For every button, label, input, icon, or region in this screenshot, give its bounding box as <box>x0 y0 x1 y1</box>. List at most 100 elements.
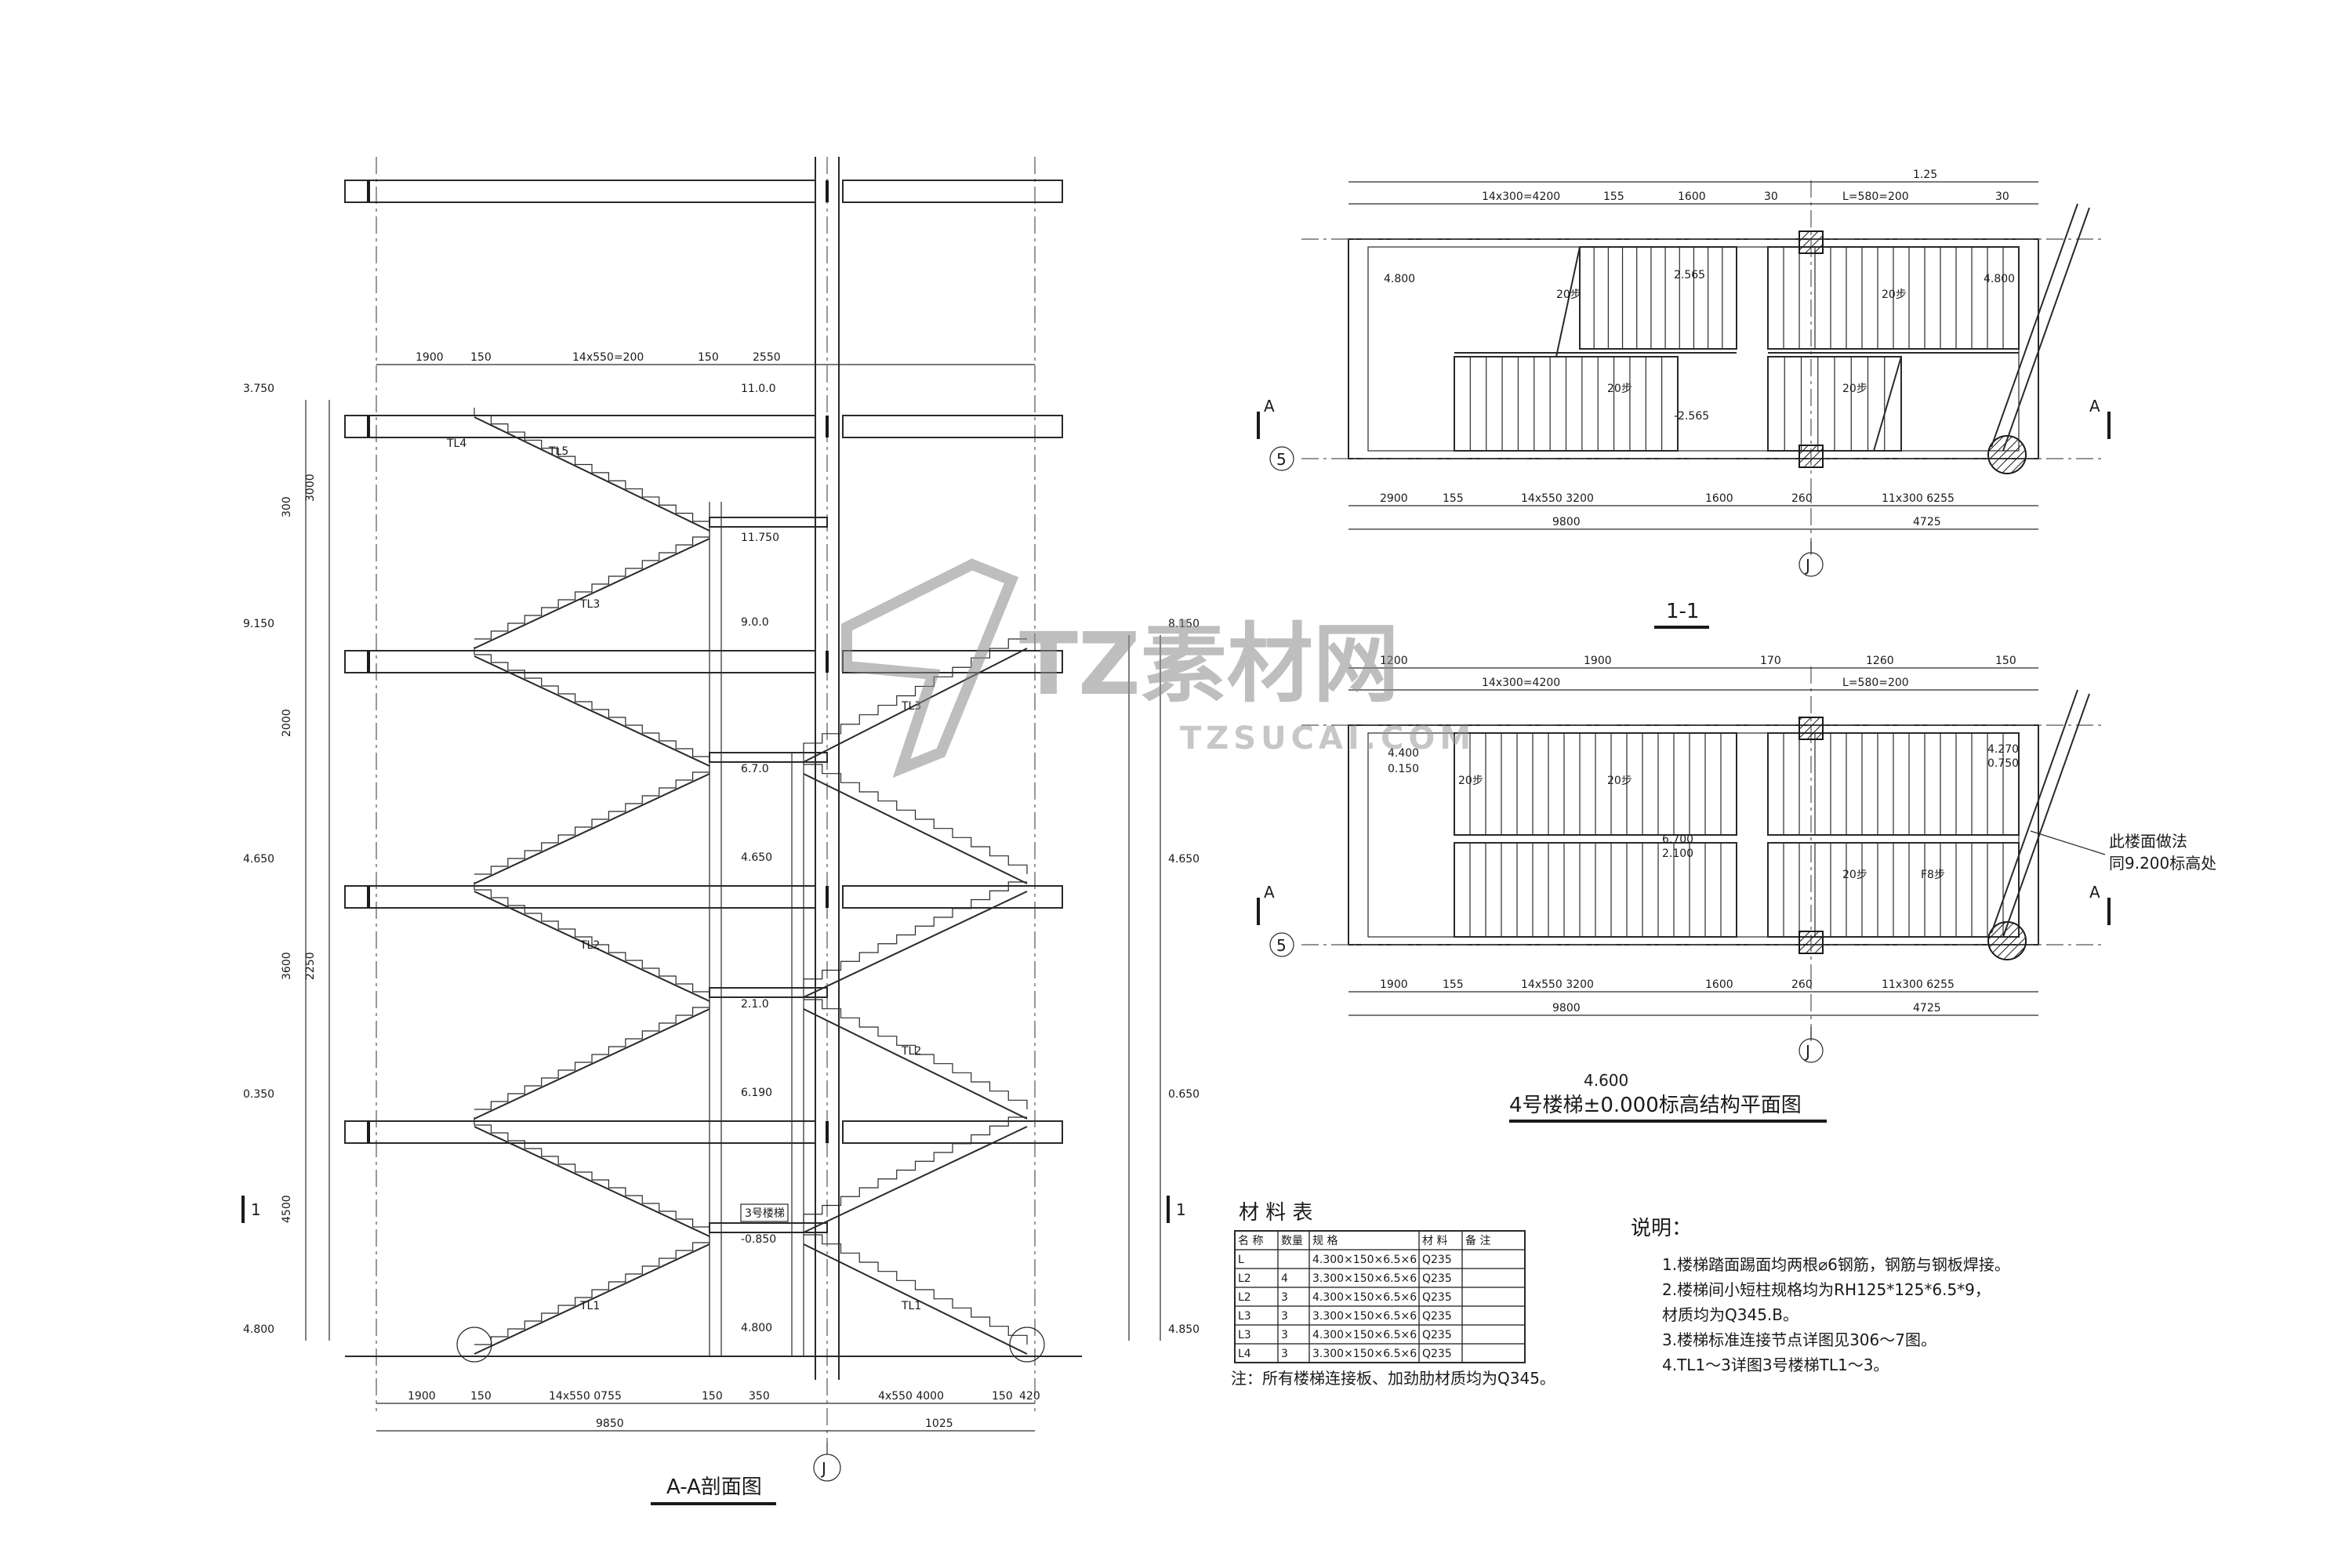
table-cell <box>1461 1287 1526 1307</box>
bottom-dim: 260 <box>1791 492 1813 505</box>
detail-circle <box>456 1327 492 1363</box>
stair-stringer <box>474 538 710 649</box>
table-cell-text: L3 <box>1238 1310 1251 1323</box>
elevation-label: 4.850 <box>1168 1323 1200 1336</box>
level-label: 4.270 <box>1987 743 2019 756</box>
table-cell-text: 4 <box>1281 1272 1288 1285</box>
column-section <box>1798 931 1824 954</box>
level-label: 4.400 <box>1388 747 1419 760</box>
top-dim: 2550 <box>753 351 781 364</box>
stair-steps <box>474 882 710 993</box>
table-cell-text: 3 <box>1281 1310 1288 1323</box>
landing-platform <box>709 752 828 763</box>
material-table-title: 材 料 表 <box>1239 1201 1313 1225</box>
arrow-label: 20步 <box>1607 775 1632 787</box>
bottom-dim: 14x550 3200 <box>1521 978 1594 991</box>
height-dim: 2000 <box>281 709 293 737</box>
axis-bubble <box>813 1454 841 1482</box>
stair-stringer <box>474 1008 710 1120</box>
plan-bottom-title-number: 4.600 <box>1584 1071 1628 1090</box>
floor-slab <box>842 180 1063 203</box>
short-column <box>709 502 804 1356</box>
height-dim: 300 <box>281 496 293 517</box>
table-cell-text: Q235 <box>1422 1291 1452 1304</box>
note-item: 1.楼梯踏面踢面均两根⌀6钢筋，钢筋与钢板焊接。 <box>1662 1255 2010 1274</box>
section-view-a-a: 3.750 9.150 4.650 0.350 4.800 8.150 4.65… <box>241 157 1200 1505</box>
bottom-dim: 150 <box>702 1390 723 1403</box>
column-circle <box>1987 435 2027 474</box>
elevation-label: 4.650 <box>1168 853 1200 866</box>
floor-slab <box>344 1120 816 1144</box>
table-cell <box>1461 1343 1526 1363</box>
elevation-label: 4.800 <box>243 1323 274 1336</box>
axis-bubble <box>1798 552 1824 577</box>
stair-steps <box>804 764 1028 874</box>
elevation-label: 9.150 <box>243 618 274 630</box>
watermark: TZ素材网 TZSUCAI.COM <box>841 558 1471 779</box>
bottom-dim: 1600 <box>1705 492 1733 505</box>
top-dim: 30 <box>1764 191 1778 203</box>
table-cell-text: Q235 <box>1422 1254 1452 1266</box>
section-a-label: A <box>2089 883 2100 902</box>
stair-steps <box>474 647 710 757</box>
stair-stringer <box>803 648 1028 763</box>
table-cell-text: L <box>1238 1254 1244 1266</box>
elevation-label: 0.350 <box>243 1088 274 1101</box>
landing-platform <box>709 1222 828 1233</box>
stair-steps <box>803 1116 1027 1223</box>
beam-label: TL3 <box>579 598 600 611</box>
notes-title: 说明： <box>1631 1217 1692 1240</box>
landing-platform <box>709 517 828 528</box>
landing-level: 11.750 <box>741 532 779 544</box>
floor-slabs <box>344 180 1082 1357</box>
bottom-dim: 150 <box>992 1390 1013 1403</box>
arrow-label: 20步 <box>1607 383 1632 395</box>
stair-steps <box>804 1234 1028 1345</box>
top-dim: 150 <box>1995 655 2016 667</box>
floor-slab <box>842 1120 1063 1144</box>
stair-stringer <box>803 1008 1028 1120</box>
top-dim: 1.25 <box>1913 169 1937 181</box>
top-dim: 14x300=4200 <box>1482 677 1560 689</box>
stair-stringer <box>474 416 710 532</box>
floor-slab <box>344 650 816 673</box>
top-dim: 1200 <box>1380 655 1408 667</box>
level-label: 4.800 <box>1384 273 1415 285</box>
top-dim: 150 <box>698 351 719 364</box>
table-cell-text: 3.300×150×6.5×6 <box>1312 1272 1417 1285</box>
top-dim: 155 <box>1603 191 1624 203</box>
landing-level: 2.1.0 <box>741 998 769 1011</box>
table-cell-text: 数量 <box>1281 1235 1303 1247</box>
bottom-total: 9800 <box>1552 516 1581 528</box>
plan-bottom-title: 4号楼梯±0.000标高结构平面图 <box>1509 1094 1802 1117</box>
table-cell-text: 备 注 <box>1465 1234 1490 1247</box>
bottom-total: 9850 <box>596 1417 624 1430</box>
bottom-dim: 11x300 6255 <box>1882 492 1955 505</box>
bottom-total: 4725 <box>1913 516 1941 528</box>
arrow-label: 20步 <box>1556 289 1581 301</box>
stair-stringer <box>803 891 1028 998</box>
beam-label: TL2 <box>901 1045 921 1058</box>
table-cell-text: L3 <box>1238 1329 1251 1341</box>
level-label: 0.150 <box>1388 763 1419 775</box>
beam-label: TL2 <box>579 939 600 952</box>
table-cell-text: 名 称 <box>1238 1235 1263 1247</box>
tag-label: 3号楼梯 <box>745 1207 785 1220</box>
arrow-label: 20步 <box>1458 775 1483 787</box>
top-dim: 14x300=4200 <box>1482 191 1560 203</box>
level-label: 2.565 <box>1674 269 1705 281</box>
landing-level: 4.650 <box>741 851 772 864</box>
section-a-label: A <box>1264 397 1275 416</box>
level-label: 0.750 <box>1987 757 2019 770</box>
beam-label: TL5 <box>548 445 568 458</box>
table-cell <box>1461 1305 1526 1326</box>
stair-flights <box>456 408 1045 1363</box>
table-cell-text: L2 <box>1238 1291 1251 1304</box>
landing-level: 4.800 <box>741 1322 772 1334</box>
table-cell <box>1461 1249 1526 1269</box>
top-dim: 1260 <box>1866 655 1894 667</box>
top-dim: 1900 <box>1584 655 1612 667</box>
note-item: 4.TL1～3详图3号楼梯TL1～3。 <box>1662 1356 1889 1374</box>
break-line <box>1555 246 1581 358</box>
